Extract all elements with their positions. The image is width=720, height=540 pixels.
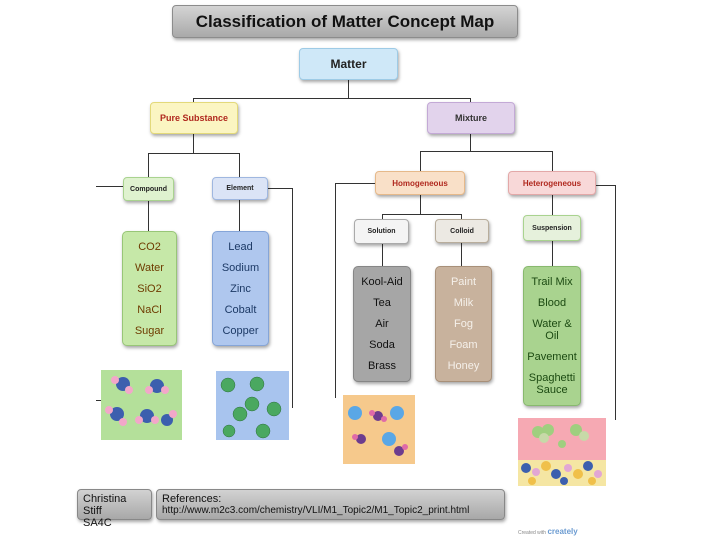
element-examples-list: Lead Sodium Zinc Cobalt Copper [212, 231, 269, 346]
list-item: Fog [454, 317, 473, 330]
list-item: Pavement [527, 351, 577, 364]
homogeneous-mixture-image [343, 395, 415, 464]
node-compound: Compound [123, 177, 174, 201]
element-atoms-image [216, 371, 289, 440]
list-item: Zinc [230, 282, 251, 295]
node-matter: Matter [299, 48, 398, 80]
logo-brand: creately [547, 527, 578, 536]
list-item: Sugar [134, 324, 165, 337]
node-solution: Solution [354, 219, 409, 244]
list-item: CO2 [138, 240, 161, 253]
list-item: Blood [537, 296, 567, 309]
colloid-examples-list: Paint Milk Fog Foam Honey [435, 266, 492, 382]
node-homogeneous: Homogeneous [375, 171, 465, 195]
node-element: Element [212, 177, 268, 200]
node-suspension: Suspension [523, 215, 581, 241]
author-name: Christina Stiff [83, 493, 127, 517]
list-item: Air [375, 317, 389, 330]
list-item: Foam [449, 339, 478, 352]
node-mixture: Mixture [427, 102, 515, 134]
list-item: Soda [369, 339, 395, 352]
list-item: Cobalt [224, 303, 257, 316]
list-item: Trail Mix [531, 275, 573, 288]
heterogeneous-mixture-image [518, 418, 606, 486]
node-pure-substance: Pure Substance [150, 102, 238, 134]
list-item: SiO2 [137, 282, 162, 295]
list-item: NaCl [137, 303, 162, 316]
references-box: References: http://www.m2c3.com/chemistr… [156, 489, 505, 520]
list-item: Sodium [221, 261, 260, 274]
author-class: SA4C [83, 517, 112, 529]
references-link[interactable]: http://www.m2c3.com/chemistry/VLI/M1_Top… [162, 505, 470, 516]
list-item: Water & Oil [532, 317, 572, 342]
list-item: Copper [222, 324, 259, 337]
list-item: Spaghetti Sauce [528, 372, 576, 397]
list-item: Lead [228, 240, 253, 253]
creately-logo: Created with creately [518, 527, 578, 536]
author-box: Christina Stiff SA4C [77, 489, 152, 529]
list-item: Paint [450, 275, 477, 288]
suspension-examples-list: Trail Mix Blood Water & Oil Pavement Spa… [523, 266, 581, 406]
page-title: Classification of Matter Concept Map [172, 5, 518, 38]
compound-examples-list: CO2 Water SiO2 NaCl Sugar [122, 231, 177, 346]
list-item: Tea [373, 296, 391, 309]
list-item: Water [135, 261, 164, 274]
list-item: Honey [447, 360, 480, 373]
logo-prefix: Created with [518, 530, 547, 536]
node-colloid: Colloid [435, 219, 489, 243]
list-item: Milk [453, 296, 474, 309]
list-item: Brass [367, 360, 397, 373]
references-label: References: [162, 493, 222, 505]
node-heterogeneous: Heterogeneous [508, 171, 596, 195]
list-item: Kool-Aid [361, 275, 403, 288]
solution-examples-list: Kool-Aid Tea Air Soda Brass [353, 266, 411, 382]
compound-molecules-image [101, 370, 182, 440]
